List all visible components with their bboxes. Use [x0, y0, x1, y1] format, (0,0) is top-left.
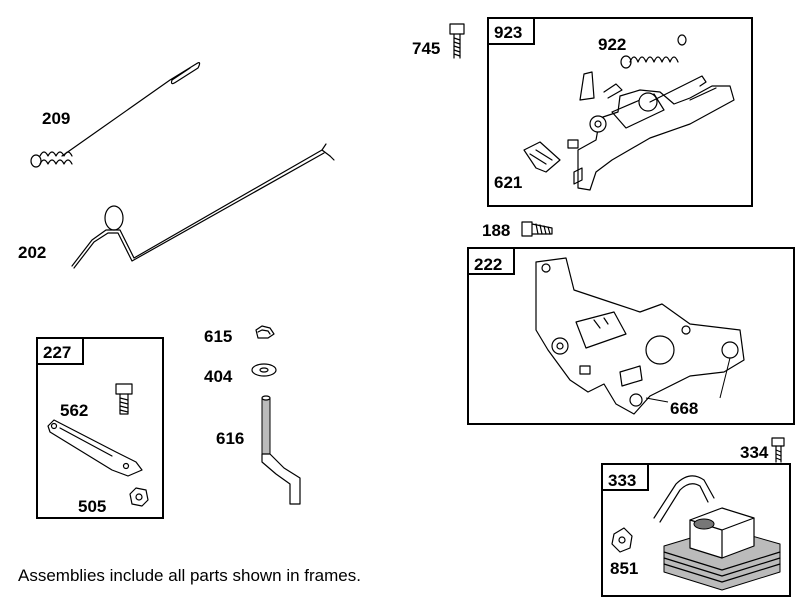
label-922: 922	[598, 35, 626, 54]
assembly-footnote: Assemblies include all parts shown in fr…	[18, 566, 361, 585]
part-621-clip	[523, 139, 579, 173]
frame-label-227: 227	[43, 343, 71, 362]
part-616-governor-shaft	[261, 395, 301, 505]
leader-668	[645, 397, 669, 403]
frame-label-333: 333	[608, 471, 636, 490]
label-404: 404	[204, 367, 233, 386]
part-222-throttle-bracket	[535, 257, 745, 415]
label-615: 615	[204, 327, 232, 346]
label-188: 188	[482, 221, 510, 240]
label-505: 505	[78, 497, 106, 516]
label-562: 562	[60, 401, 88, 420]
label-621: 621	[494, 173, 522, 192]
part-188-bolt	[521, 221, 553, 237]
label-745: 745	[412, 39, 440, 58]
part-922-spring	[620, 34, 687, 69]
label-202: 202	[18, 243, 46, 262]
label-616: 616	[216, 429, 244, 448]
part-562-screw	[115, 383, 133, 415]
frame-333: 333	[601, 463, 791, 597]
part-202-governor-link	[71, 143, 335, 269]
part-745-screw	[449, 23, 465, 59]
part-851-terminal	[611, 527, 633, 553]
frame-227: 227	[36, 337, 164, 519]
leader-668b	[719, 357, 731, 399]
part-209-spring-rod	[30, 62, 201, 168]
label-668: 668	[670, 399, 698, 418]
part-615-nut	[255, 325, 275, 339]
frame-222: 222	[467, 247, 795, 425]
label-851: 851	[610, 559, 638, 578]
label-209: 209	[42, 109, 70, 128]
frame-label-923: 923	[494, 23, 522, 42]
part-334-screw	[771, 437, 785, 463]
frame-label-222: 222	[474, 255, 502, 274]
part-333-armature	[653, 475, 781, 591]
frame-923: 923	[487, 17, 753, 207]
part-505-nut	[129, 487, 149, 507]
part-404-washer	[251, 363, 277, 377]
part-227-lever	[47, 419, 143, 477]
label-334: 334	[740, 443, 769, 462]
part-923-control-bracket	[573, 71, 735, 191]
